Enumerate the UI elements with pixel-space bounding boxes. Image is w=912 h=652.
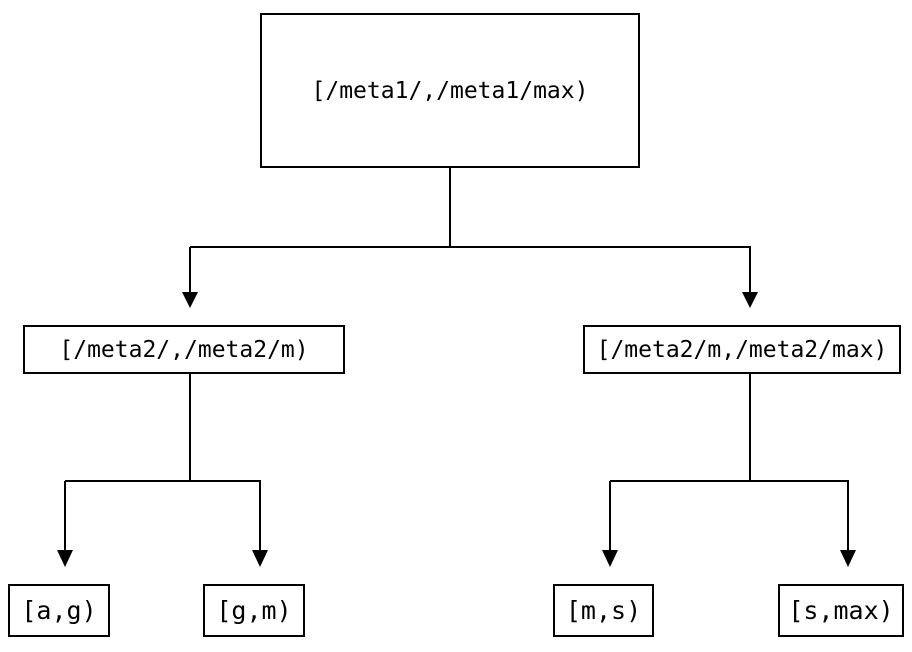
tree-node-meta1-range: [/meta1/,/meta1/max) [260,13,640,168]
arrowhead-icon [602,550,618,567]
arrowhead-icon [252,550,268,567]
arrowhead-icon [742,292,758,308]
tree-node-leaf-m-s: [m,s) [553,584,654,637]
tree-node-meta2-lower-range: [/meta2/,/meta2/m) [23,325,345,374]
tree-node-leaf-a-g: [a,g) [8,584,110,637]
tree-node-leaf-s-max: [s,max) [778,584,904,637]
tree-node-meta2-upper-range: [/meta2/m,/meta2/max) [583,325,901,374]
arrowhead-icon [57,550,73,567]
tree-node-leaf-g-m: [g,m) [203,584,305,637]
arrowhead-icon [840,550,856,567]
arrowhead-icon [182,292,198,308]
